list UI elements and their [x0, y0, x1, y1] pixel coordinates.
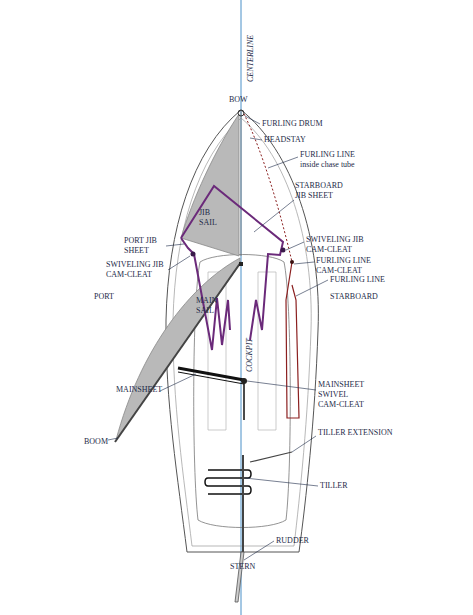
part-label: JIB SAIL: [199, 208, 219, 228]
part-label: FURLING LINE inside chase tube: [300, 150, 370, 170]
part-label: PORT JIB SHEET: [124, 236, 166, 256]
part-label: TILLER: [320, 481, 360, 491]
headstay: [241, 110, 242, 256]
centerline: [241, 0, 242, 615]
starboard-jib-cam-cleat: [281, 248, 286, 253]
centerline-label: CENTERLINE: [246, 35, 256, 82]
part-label: SWIVELING JIB CAM-CLEAT: [106, 260, 170, 280]
jib-sail: [181, 114, 239, 256]
mast: [239, 262, 243, 266]
port-jib-cam-cleat: [191, 252, 196, 257]
tiller-extension: [250, 452, 292, 462]
tiller: [242, 455, 244, 552]
port-jib-sheet: [181, 238, 230, 350]
part-label: HEADSTAY: [264, 135, 324, 145]
part-label: STARBOARD JIB SHEET: [295, 181, 347, 201]
part-label: COCKPIT: [245, 338, 255, 372]
part-label: RUDDER: [276, 536, 316, 546]
part-label: FURLING LINE CAM-CLEAT: [316, 256, 374, 276]
part-label: PORT: [94, 292, 134, 302]
part-label: FURLING LINE: [330, 275, 400, 285]
boom: [115, 262, 241, 442]
part-label: STARBOARD: [330, 292, 390, 302]
mainsheet-coil: [205, 382, 251, 494]
part-label: SWIVELING JIB CAM-CLEAT: [306, 235, 370, 255]
mainsheet-swivel-cam-cleat: [241, 378, 247, 384]
part-label: MAIN SAIL: [196, 296, 218, 316]
part-label: FURLING DRUM: [262, 119, 342, 129]
bow-label: BOW: [229, 95, 259, 105]
part-label: STERN: [230, 562, 270, 572]
rudder: [235, 552, 244, 602]
furling-drum: [238, 110, 244, 116]
part-label: MAINSHEET: [116, 385, 176, 395]
part-label: TILLER EXTENSION: [318, 428, 398, 438]
part-label: BOOM: [84, 437, 114, 447]
part-label: MAINSHEET SWIVEL CAM-CLEAT: [318, 380, 366, 410]
furling-line: [286, 262, 299, 418]
furling-cam-cleat: [290, 260, 294, 264]
